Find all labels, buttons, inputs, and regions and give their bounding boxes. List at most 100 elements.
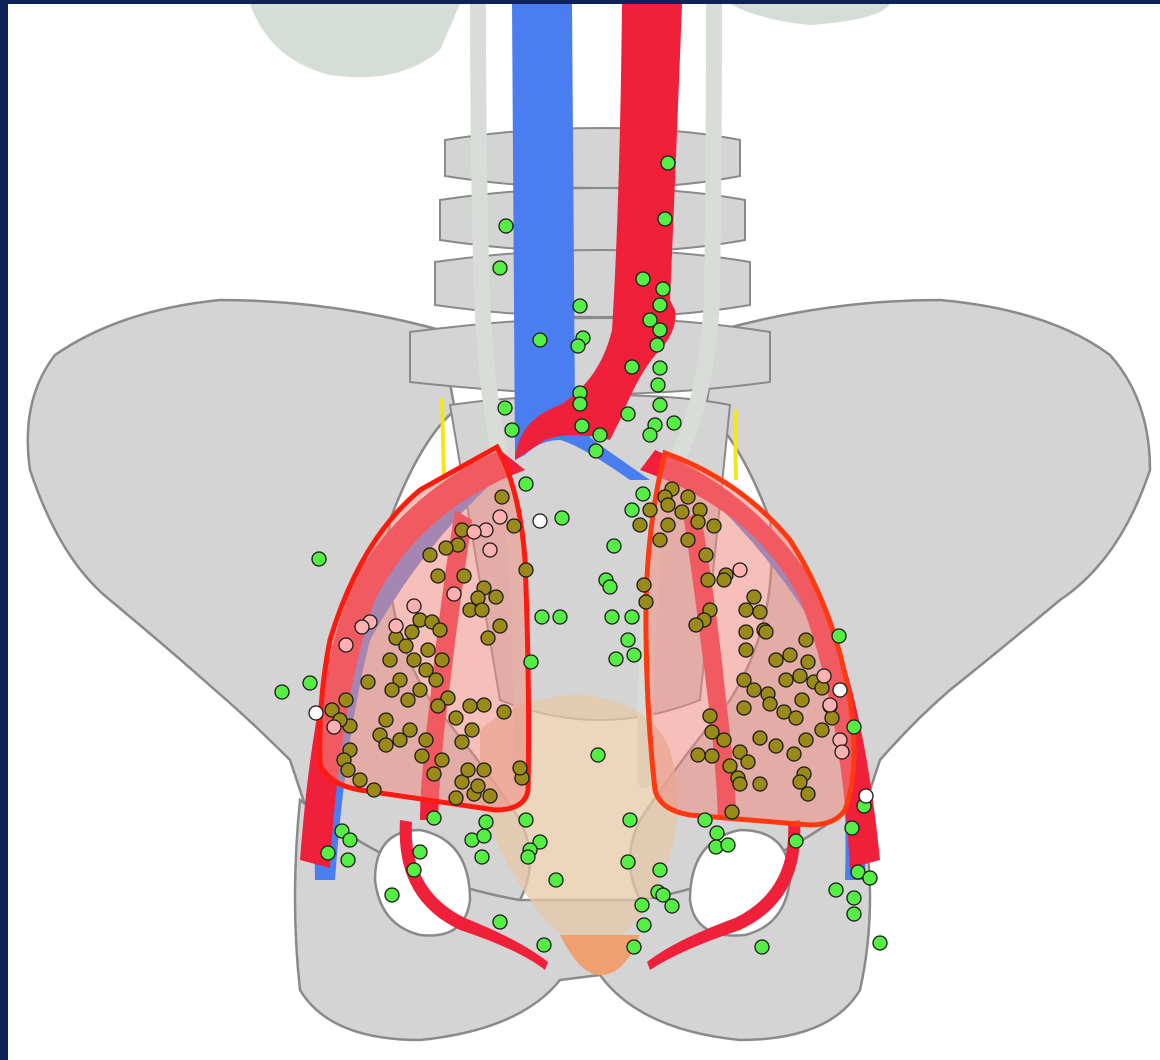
node-marker-green (573, 299, 587, 313)
node-marker-olive (753, 731, 767, 745)
node-marker-olive (353, 773, 367, 787)
node-marker-green (847, 891, 861, 905)
node-marker-pink (817, 669, 831, 683)
node-marker-olive (661, 518, 675, 532)
node-marker-green (656, 888, 670, 902)
node-marker-olive (737, 701, 751, 715)
node-marker-olive (455, 735, 469, 749)
node-marker-olive (769, 653, 783, 667)
node-marker-olive (795, 693, 809, 707)
node-marker-green (625, 360, 639, 374)
node-marker-green (535, 610, 549, 624)
node-marker-green (275, 685, 289, 699)
node-marker-green (847, 907, 861, 921)
node-marker-green (609, 652, 623, 666)
node-marker-green (591, 748, 605, 762)
node-marker-olive (465, 723, 479, 737)
node-marker-olive (793, 775, 807, 789)
node-marker-olive (801, 655, 815, 669)
node-marker-green (635, 898, 649, 912)
node-marker-green (553, 610, 567, 624)
node-marker-pink (339, 638, 353, 652)
node-marker-green (549, 873, 563, 887)
node-marker-olive (483, 789, 497, 803)
node-marker-olive (799, 633, 813, 647)
node-marker-green (653, 398, 667, 412)
node-marker-olive (429, 673, 443, 687)
node-marker-olive (489, 590, 503, 604)
node-marker-olive (747, 590, 761, 604)
node-marker-olive (701, 573, 715, 587)
node-marker-green (625, 610, 639, 624)
node-marker-olive (825, 711, 839, 725)
node-marker-olive (403, 723, 417, 737)
node-marker-olive (435, 753, 449, 767)
node-marker-olive (385, 683, 399, 697)
node-marker-pink (483, 543, 497, 557)
node-marker-green (519, 813, 533, 827)
node-marker-green (847, 720, 861, 734)
node-marker-green (832, 629, 846, 643)
node-marker-olive (789, 711, 803, 725)
node-marker-green (653, 361, 667, 375)
node-marker-olive (383, 653, 397, 667)
node-marker-green (721, 838, 735, 852)
node-marker-olive (815, 723, 829, 737)
node-marker-olive (707, 519, 721, 533)
node-marker-olive (801, 787, 815, 801)
node-marker-green (653, 863, 667, 877)
node-marker-olive (717, 733, 731, 747)
node-marker-olive (793, 669, 807, 683)
node-marker-olive (779, 673, 793, 687)
node-marker-green (621, 855, 635, 869)
node-marker-olive (497, 705, 511, 719)
node-marker-green (493, 261, 507, 275)
node-marker-olive (421, 643, 435, 657)
node-marker-pink (407, 599, 421, 613)
node-marker-green (627, 940, 641, 954)
diagram-canvas (8, 4, 1160, 1060)
node-marker-olive (427, 767, 441, 781)
node-marker-olive (495, 490, 509, 504)
node-marker-olive (753, 605, 767, 619)
node-marker-green (698, 813, 712, 827)
node-marker-olive (399, 639, 413, 653)
node-marker-green (555, 511, 569, 525)
node-marker-olive (423, 548, 437, 562)
node-marker-green (643, 428, 657, 442)
node-marker-olive (341, 763, 355, 777)
node-marker-olive (361, 675, 375, 689)
node-marker-pink (389, 619, 403, 633)
node-marker-green (651, 378, 665, 392)
node-marker-green (571, 339, 585, 353)
node-marker-green (658, 212, 672, 226)
node-marker-olive (681, 490, 695, 504)
node-marker-green (873, 936, 887, 950)
node-marker-green (407, 863, 421, 877)
node-marker-olive (675, 505, 689, 519)
node-marker-olive (739, 625, 753, 639)
node-marker-olive (783, 648, 797, 662)
node-marker-olive (379, 713, 393, 727)
node-marker-green (505, 423, 519, 437)
node-marker-pink (835, 745, 849, 759)
node-marker-green (427, 811, 441, 825)
kidney-left (250, 4, 460, 77)
node-marker-olive (419, 733, 433, 747)
node-marker-olive (461, 763, 475, 777)
node-marker-olive (763, 697, 777, 711)
node-marker-olive (477, 763, 491, 777)
node-marker-green (524, 655, 538, 669)
node-marker-olive (689, 618, 703, 632)
node-marker-olive (741, 755, 755, 769)
node-marker-olive (457, 569, 471, 583)
node-marker-green (625, 503, 639, 517)
node-marker-white (833, 683, 847, 697)
node-marker-olive (449, 711, 463, 725)
node-marker-pink (447, 587, 461, 601)
node-marker-olive (717, 573, 731, 587)
node-marker-olive (405, 625, 419, 639)
node-marker-green (656, 282, 670, 296)
node-marker-olive (435, 653, 449, 667)
